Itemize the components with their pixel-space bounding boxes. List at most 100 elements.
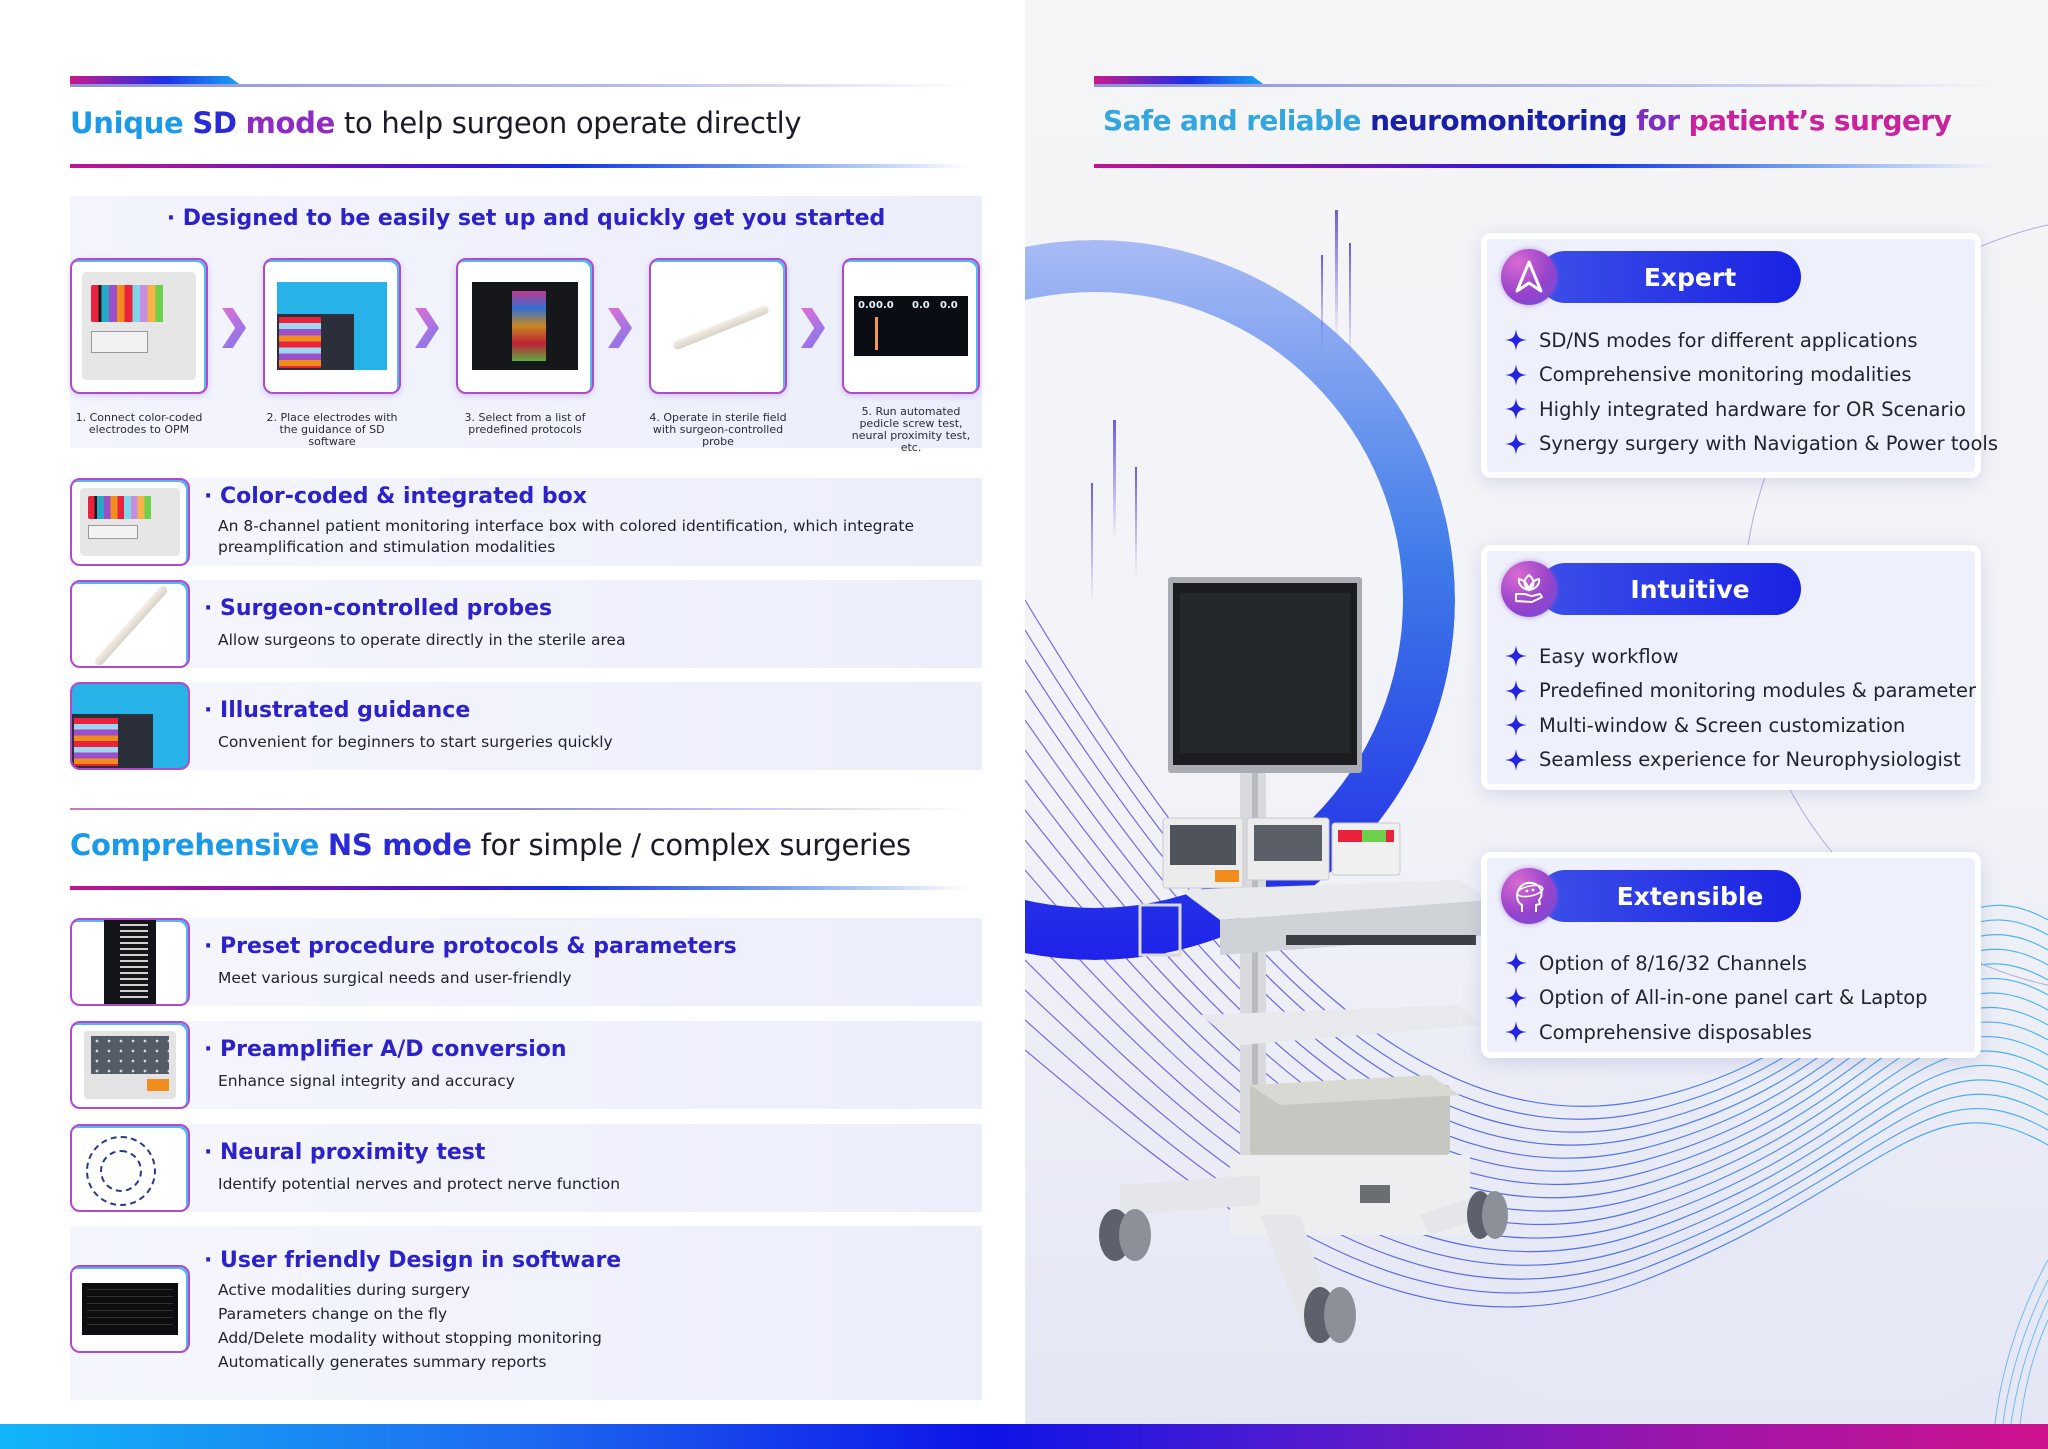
step-5: 0.0 0.0 0.0 0.0 5. Run automated pedicle…	[842, 258, 980, 454]
footer-gradient-bar	[0, 1424, 2048, 1449]
feature-title: · Illustrated guidance	[204, 698, 471, 723]
header-accent-tab	[70, 76, 242, 86]
feature-image	[70, 580, 190, 668]
sparkle-star-icon	[1505, 679, 1527, 702]
sparkle-star-icon	[1505, 986, 1527, 1009]
feature-color-coded-box: · Color-coded & integrated box An 8-chan…	[70, 478, 982, 566]
bullet-item: Option of All-in-one panel cart & Laptop	[1505, 981, 1928, 1016]
header-accent-tab	[1094, 76, 1266, 86]
intuitive-label-pill: Intuitive	[1539, 563, 1801, 615]
feature-title: · Preset procedure protocols & parameter…	[204, 934, 737, 959]
sparkle-star-icon	[1505, 952, 1527, 975]
bullet-item: Predefined monitoring modules & paramete…	[1505, 674, 1976, 709]
step-1-image	[70, 258, 208, 394]
decorative-line	[1113, 420, 1116, 540]
decorative-line	[1349, 243, 1351, 363]
sparkle-star-icon	[1505, 748, 1527, 771]
feature-description: An 8-channel patient monitoring interfac…	[218, 517, 915, 556]
expert-bullets: SD/NS modes for different applications C…	[1505, 323, 1998, 461]
step-3: 3. Select from a list of predefined prot…	[456, 258, 594, 436]
card-extensible: Extensible Option of 8/16/32 Channels Op…	[1481, 852, 1981, 1058]
expert-label-pill: Expert	[1539, 251, 1801, 303]
header-bottom-line	[1094, 164, 1994, 168]
step-4-image	[649, 258, 787, 394]
feature-surgeon-probes: · Surgeon-controlled probes Allow surgeo…	[70, 580, 982, 668]
sparkle-star-icon	[1505, 645, 1527, 668]
chevron-right-icon	[415, 308, 439, 348]
header-bottom-line	[70, 886, 970, 890]
intuitive-bullets: Easy workflow Predefined monitoring modu…	[1505, 639, 1976, 777]
step-caption: 1. Connect color-coded electrodes to OPM	[75, 411, 203, 436]
bullet-item: Synergy surgery with Navigation & Power …	[1505, 427, 1998, 462]
header-bottom-line	[70, 164, 970, 168]
sparkle-star-icon	[1505, 714, 1527, 737]
feature-description: Active modalities during surgery Paramet…	[218, 1281, 602, 1371]
feature-image	[70, 478, 190, 566]
divider-line	[70, 808, 970, 810]
feature-neural-proximity: · Neural proximity test Identify potenti…	[70, 1124, 982, 1212]
feature-image	[70, 1021, 190, 1109]
bullet-item: Multi-window & Screen customization	[1505, 708, 1976, 743]
feature-image	[70, 1265, 190, 1353]
step-caption: 4. Operate in sterile field with surgeon…	[649, 411, 787, 448]
chevron-right-icon	[608, 308, 632, 348]
feature-description: Convenient for beginners to start surger…	[218, 733, 613, 751]
decorative-line	[1321, 255, 1323, 355]
head-orbit-icon	[1501, 868, 1557, 924]
bullet-item: Comprehensive disposables	[1505, 1015, 1928, 1050]
bullet-item: SD/NS modes for different applications	[1505, 323, 1998, 358]
product-cart-image	[1099, 577, 1508, 1345]
extensible-bullets: Option of 8/16/32 Channels Option of All…	[1505, 946, 1928, 1050]
header-top-line	[70, 84, 970, 87]
left-page: Unique SD mode to help surgeon operate d…	[0, 0, 1025, 1424]
sd-section-title: Unique SD mode to help surgeon operate d…	[70, 106, 802, 140]
extensible-label-pill: Extensible	[1539, 870, 1801, 922]
sparkle-star-icon	[1505, 398, 1527, 421]
feature-description: Identify potential nerves and protect ne…	[218, 1175, 621, 1193]
bullet-item: Highly integrated hardware for OR Scenar…	[1505, 392, 1998, 427]
hand-plant-icon	[1501, 561, 1557, 617]
feature-title: · Neural proximity test	[204, 1140, 486, 1165]
step-caption: 3. Select from a list of predefined prot…	[464, 411, 586, 436]
sparkle-star-icon	[1505, 1021, 1527, 1044]
feature-title: · User friendly Design in software	[204, 1248, 622, 1273]
chevron-right-icon	[222, 308, 246, 348]
step-caption: 2. Place electrodes with the guidance of…	[266, 411, 398, 448]
card-expert: Expert SD/NS modes for different applica…	[1481, 233, 1998, 478]
bullet-item: Seamless experience for Neurophysiologis…	[1505, 743, 1976, 778]
navigation-arrow-icon	[1501, 249, 1557, 305]
feature-image	[70, 918, 190, 1006]
decorative-line	[1335, 210, 1338, 340]
card-intuitive: Intuitive Easy workflow Predefined monit…	[1481, 545, 1981, 790]
bullet-item: Easy workflow	[1505, 639, 1976, 674]
ns-section-title: Comprehensive NS mode for simple / compl…	[70, 828, 911, 862]
bullet-item: Option of 8/16/32 Channels	[1505, 946, 1928, 981]
bullet-item: Comprehensive monitoring modalities	[1505, 358, 1998, 393]
chevron-right-icon	[801, 308, 825, 348]
step-4: 4. Operate in sterile field with surgeon…	[649, 258, 787, 448]
right-page-title: Safe and reliable neuromonitoring for pa…	[1103, 104, 1952, 137]
feature-user-friendly-software: · User friendly Design in software Activ…	[70, 1226, 982, 1400]
step-caption: 5. Run automated pedicle screw test, neu…	[851, 405, 971, 454]
decorative-line	[1091, 483, 1093, 603]
setup-steps-panel: · Designed to be easily set up and quick…	[70, 196, 982, 454]
sparkle-star-icon	[1505, 363, 1527, 386]
feature-description: Allow surgeons to operate directly in th…	[218, 631, 626, 649]
feature-image	[70, 1124, 190, 1212]
header-top-line	[1094, 84, 1994, 87]
feature-title: · Preamplifier A/D conversion	[204, 1037, 567, 1062]
step-1: 1. Connect color-coded electrodes to OPM	[70, 258, 208, 436]
feature-preamplifier: · Preamplifier A/D conversion Enhance si…	[70, 1021, 982, 1109]
feature-description: Meet various surgical needs and user-fri…	[218, 969, 572, 987]
decorative-line	[1135, 467, 1137, 577]
feature-image	[70, 682, 190, 770]
step-5-image: 0.0 0.0 0.0 0.0	[842, 258, 980, 394]
steps-heading: · Designed to be easily set up and quick…	[166, 206, 886, 231]
sparkle-star-icon	[1505, 432, 1527, 455]
sparkle-star-icon	[1505, 329, 1527, 352]
feature-title: · Surgeon-controlled probes	[204, 596, 553, 621]
feature-description: Enhance signal integrity and accuracy	[218, 1072, 515, 1090]
step-2: 2. Place electrodes with the guidance of…	[263, 258, 401, 448]
step-3-image	[456, 258, 594, 394]
step-2-image	[263, 258, 401, 394]
